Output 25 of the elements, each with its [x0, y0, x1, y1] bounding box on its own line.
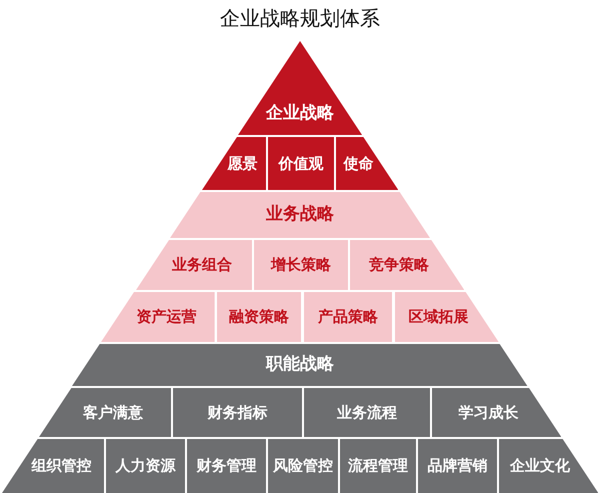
- block-label: 流程管理: [348, 457, 408, 475]
- diagram-title: 企业战略规划体系: [220, 6, 380, 30]
- block-label: 融资策略: [229, 308, 289, 326]
- block-label: 学习成长: [458, 404, 519, 422]
- block-label: 价值观: [278, 154, 324, 172]
- tier-heading: 业务战略: [266, 205, 334, 225]
- block-label: 资产运营: [136, 308, 196, 326]
- tier-heading: 企业战略: [266, 104, 334, 124]
- block-label: 使命: [343, 154, 374, 172]
- block-label: 增长策略: [271, 256, 331, 274]
- block-label: 产品策略: [318, 308, 378, 326]
- block-label: 财务指标: [208, 404, 268, 422]
- block-label: 财务管理: [196, 457, 256, 475]
- block-label: 企业文化: [510, 457, 570, 475]
- block-label: 业务组合: [172, 256, 232, 274]
- block-label: 品牌营销: [428, 457, 488, 475]
- block-label: 组织管控: [32, 457, 92, 475]
- block-label: 客户满意: [82, 404, 143, 422]
- block-label: 区域拓展: [408, 308, 469, 326]
- block-label: 愿景: [228, 154, 258, 172]
- block-label: 业务流程: [337, 404, 397, 422]
- block-label: 风险管控: [273, 457, 333, 475]
- block-label: 人力资源: [116, 457, 176, 475]
- block-label: 竞争策略: [368, 256, 429, 274]
- tier-heading: 职能战略: [266, 355, 334, 375]
